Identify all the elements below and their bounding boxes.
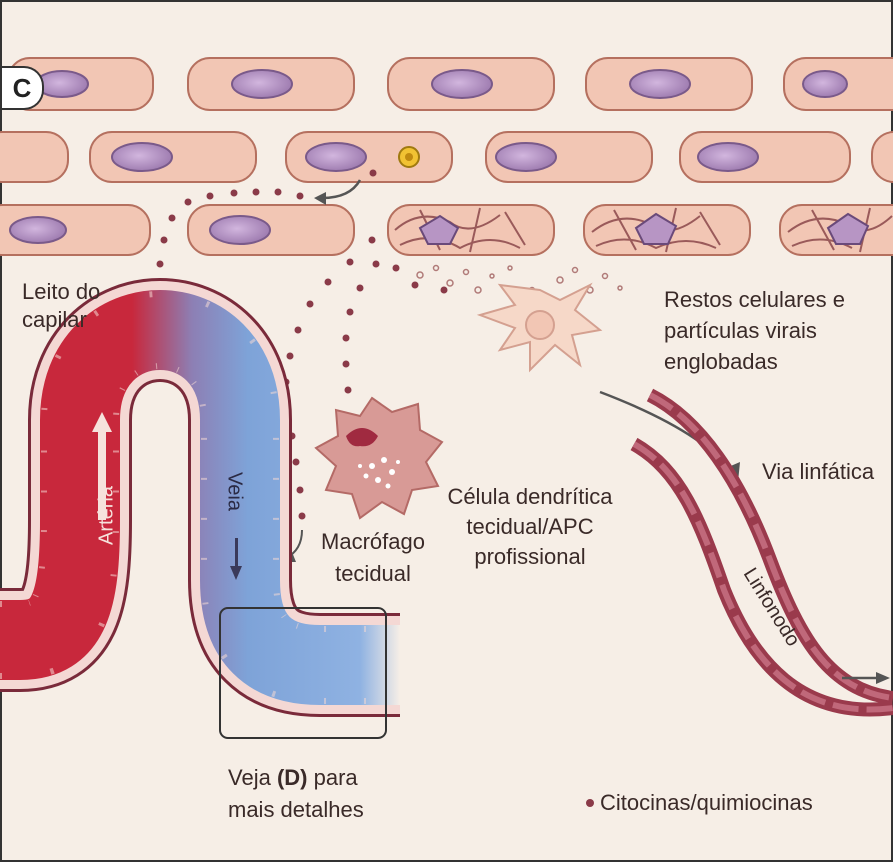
see-details-line1: Veja (D) para xyxy=(228,762,364,794)
macrophage-label: Macrófago tecidual xyxy=(308,526,438,590)
debris-line1: Restos celulares e xyxy=(664,284,845,315)
see-details-line2: mais detalhes xyxy=(228,794,364,826)
virus-particle-icon xyxy=(399,147,419,167)
macrophage-line2: tecidual xyxy=(308,558,438,590)
see-details-suffix: para xyxy=(307,765,357,790)
dendritic-cell-line1: Célula dendrítica xyxy=(440,482,620,512)
infected-cells xyxy=(388,205,893,255)
see-details-ref: (D) xyxy=(277,765,308,790)
dendritic-cell-line3: profissional xyxy=(440,542,620,572)
panel-letter: C xyxy=(2,66,44,110)
capillary-bed-line1: Leito do xyxy=(22,278,100,306)
artery-label: Artéria xyxy=(96,461,119,571)
debris-line2: partículas virais xyxy=(664,315,845,346)
see-details-label: Veja (D) para mais detalhes xyxy=(228,762,364,826)
vein-label: Veia xyxy=(223,462,246,522)
capillary-bed-line2: capilar xyxy=(22,306,100,334)
dendritic-cell-label: Célula dendrítica tecidual/APC profissio… xyxy=(440,482,620,572)
dendritic-cell-line2: tecidual/APC xyxy=(440,512,620,542)
cytokines-legend-label: Citocinas/quimiocinas xyxy=(600,789,813,817)
cell-row-2 xyxy=(0,132,893,182)
macrophage-line1: Macrófago xyxy=(308,526,438,558)
debris-line3: englobadas xyxy=(664,346,845,377)
lymphatic-route-label: Via linfática xyxy=(762,458,874,486)
debris-label: Restos celulares e partículas virais eng… xyxy=(664,284,845,377)
see-details-prefix: Veja xyxy=(228,765,277,790)
cytokine-legend-dot xyxy=(586,799,594,807)
capillary-bed-label: Leito do capilar xyxy=(22,278,100,334)
